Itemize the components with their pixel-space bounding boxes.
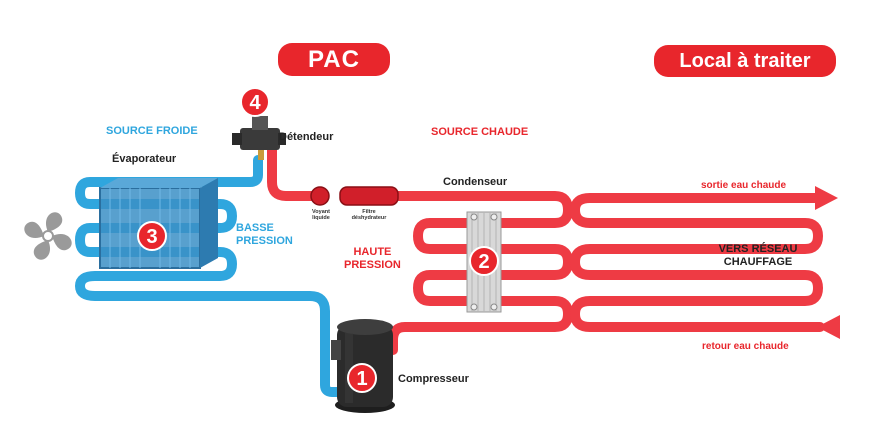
blue-pipe: [75, 155, 345, 397]
source-froide-label: SOURCE FROIDE: [106, 125, 198, 137]
arrow-out-icon: [815, 186, 838, 210]
pac-title: PAC: [278, 43, 390, 76]
marker-1-label: 1: [356, 368, 367, 390]
compresseur-label: Compresseur: [398, 373, 469, 385]
filtre-line-2: déshydrateur: [351, 215, 387, 221]
haute-pression-label: HAUTE PRESSION: [344, 246, 401, 272]
basse-line: BASSE: [236, 222, 274, 234]
filtre-line-1: Filtre: [362, 209, 376, 215]
marker-3: 3: [137, 221, 167, 251]
vers-reseau-label: VERS RÉSEAU CHAUFFAGE: [708, 243, 808, 269]
sortie-label: sortie eau chaude: [701, 180, 787, 191]
vers-reseau-line-1: VERS RÉSEAU: [718, 243, 798, 255]
marker-3-label: 3: [146, 226, 157, 248]
fan-icon: [24, 212, 72, 260]
filtre-label: Filtre déshydrateur: [343, 209, 395, 221]
marker-4: 4: [240, 87, 270, 117]
red-pipe: [267, 145, 825, 355]
voyant-line-2: liquide: [312, 215, 330, 221]
basse-pression-label: BASSE PRESSION: [236, 222, 293, 248]
condenseur-label: Condenseur: [443, 176, 508, 188]
evaporateur-label: Évaporateur: [112, 153, 177, 165]
voyant-line-1: Voyant: [312, 209, 330, 215]
evaporator-icon: [99, 178, 218, 269]
source-chaude-label: SOURCE CHAUDE: [431, 126, 529, 138]
arrow-return-icon: [817, 315, 840, 339]
vers-reseau-line-2: CHAUFFAGE: [723, 256, 793, 268]
local-title: Local à traiter: [654, 45, 836, 77]
expansion-valve-icon: [232, 116, 286, 160]
marker-1: 1: [347, 363, 377, 393]
retour-label: retour eau chaude: [702, 341, 789, 352]
haute-line: HAUTE: [353, 246, 392, 258]
detendeur-label: Détendeur: [279, 131, 334, 143]
pression-line-low: PRESSION: [236, 235, 293, 247]
marker-2: 2: [469, 246, 499, 276]
voyant-label: Voyant liquide: [306, 209, 336, 221]
pression-line-high: PRESSION: [344, 259, 401, 271]
sight-glass-icon: [310, 186, 330, 206]
marker-2-label: 2: [478, 251, 489, 273]
marker-4-label: 4: [249, 92, 261, 114]
filter-drier-icon: [339, 186, 399, 206]
